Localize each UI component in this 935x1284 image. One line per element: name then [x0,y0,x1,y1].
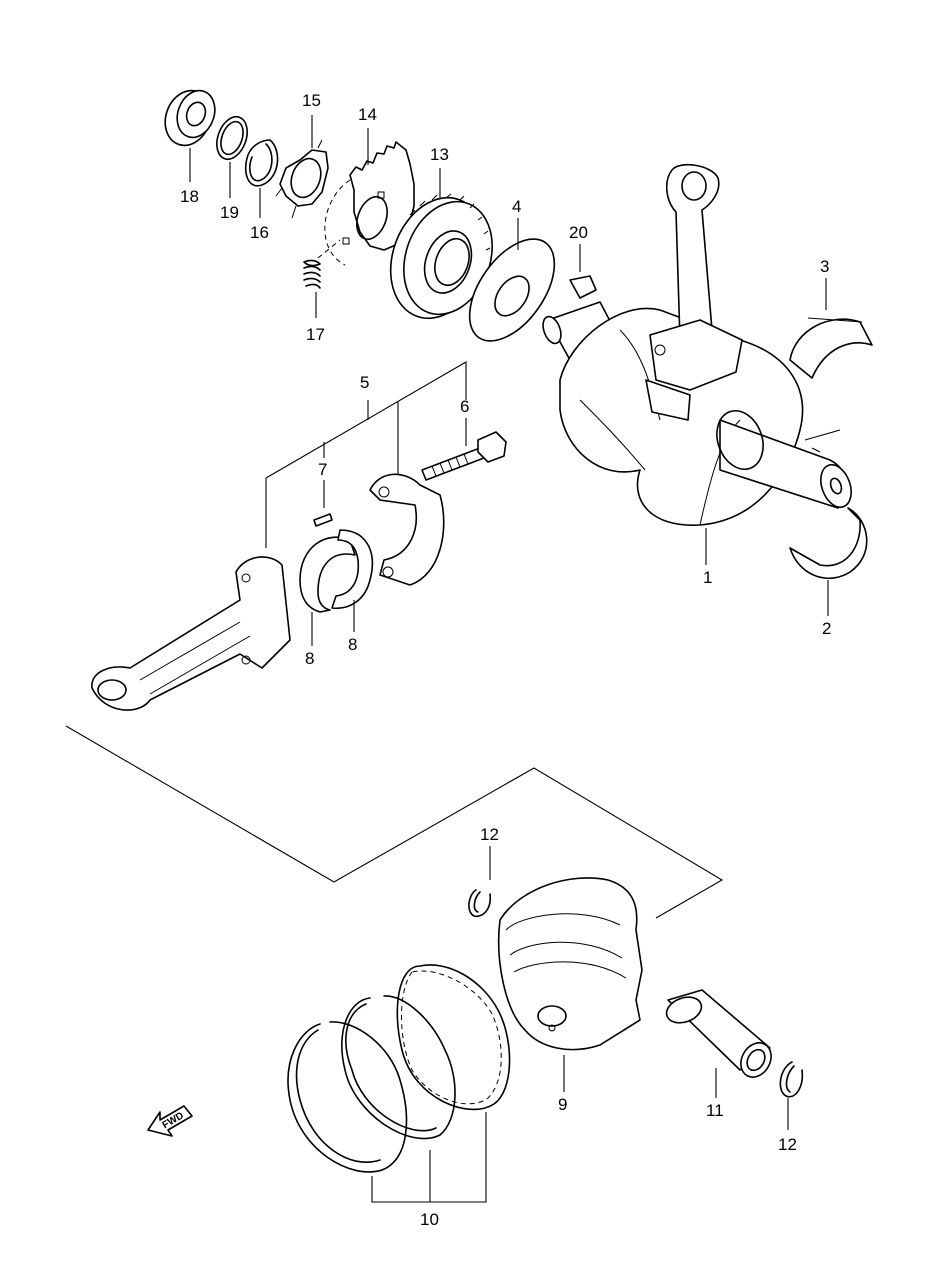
group-5-bracket [265,361,467,548]
callout-18: 18 [180,187,199,206]
callout-8-left: 8 [305,649,314,668]
part-18-nut [164,89,216,147]
group-10-bracket [371,1112,487,1203]
part-12-piston-pin-clip-right [779,1061,804,1098]
callout-16: 16 [250,223,269,242]
connecting-rod [91,556,291,711]
assembly-frame [65,725,724,919]
fwd-label: FWD [161,1110,186,1131]
callout-3: 3 [820,257,829,276]
part-8-conrod-bearing-right [331,529,374,609]
part-2-crank-bearing [789,507,868,580]
callout-13: 13 [430,145,449,164]
callout-11: 11 [706,1101,724,1120]
callout-12-top: 12 [480,825,499,844]
callout-2: 2 [822,619,831,638]
part-16-circlip [244,139,279,187]
callout-14: 14 [358,105,377,124]
callout-10: 10 [420,1210,439,1229]
part-17-spring [303,239,341,289]
part-11-piston-pin [665,989,772,1078]
part-14-scissor-gear [324,141,415,266]
callout-20: 20 [569,223,588,242]
callout-7: 7 [318,460,327,479]
part-19-washer [216,115,248,161]
callout-5: 5 [360,373,369,392]
callout-19: 19 [220,203,239,222]
part-10-piston-rings [287,964,511,1173]
part-9-piston [497,877,643,1051]
part-4-thrust-washer [468,238,556,342]
callout-4: 4 [512,197,521,216]
part-13-drive-gear [389,193,493,320]
callout-1: 1 [703,568,712,587]
callout-12-bottom: 12 [778,1135,797,1154]
part-15-lock-washer [275,139,329,219]
part-3-crank-bearing [789,317,873,379]
callout-17: 17 [306,325,325,344]
part-8-conrod-bearing-left [299,536,356,613]
part-20-woodruff-key [569,275,597,299]
callout-8-right: 8 [348,635,357,654]
part-7-dowel-pin [313,513,333,527]
part-12-piston-pin-clip-left [468,889,492,918]
callout-15: 15 [302,91,321,110]
callout-6: 6 [460,397,469,416]
part-6-conrod-bolt [421,431,507,481]
conrod-cap [369,473,445,586]
crankshaft-conrod-assembly [645,163,743,421]
callout-9: 9 [558,1095,567,1114]
forward-arrow-icon: FWD [147,1105,193,1137]
